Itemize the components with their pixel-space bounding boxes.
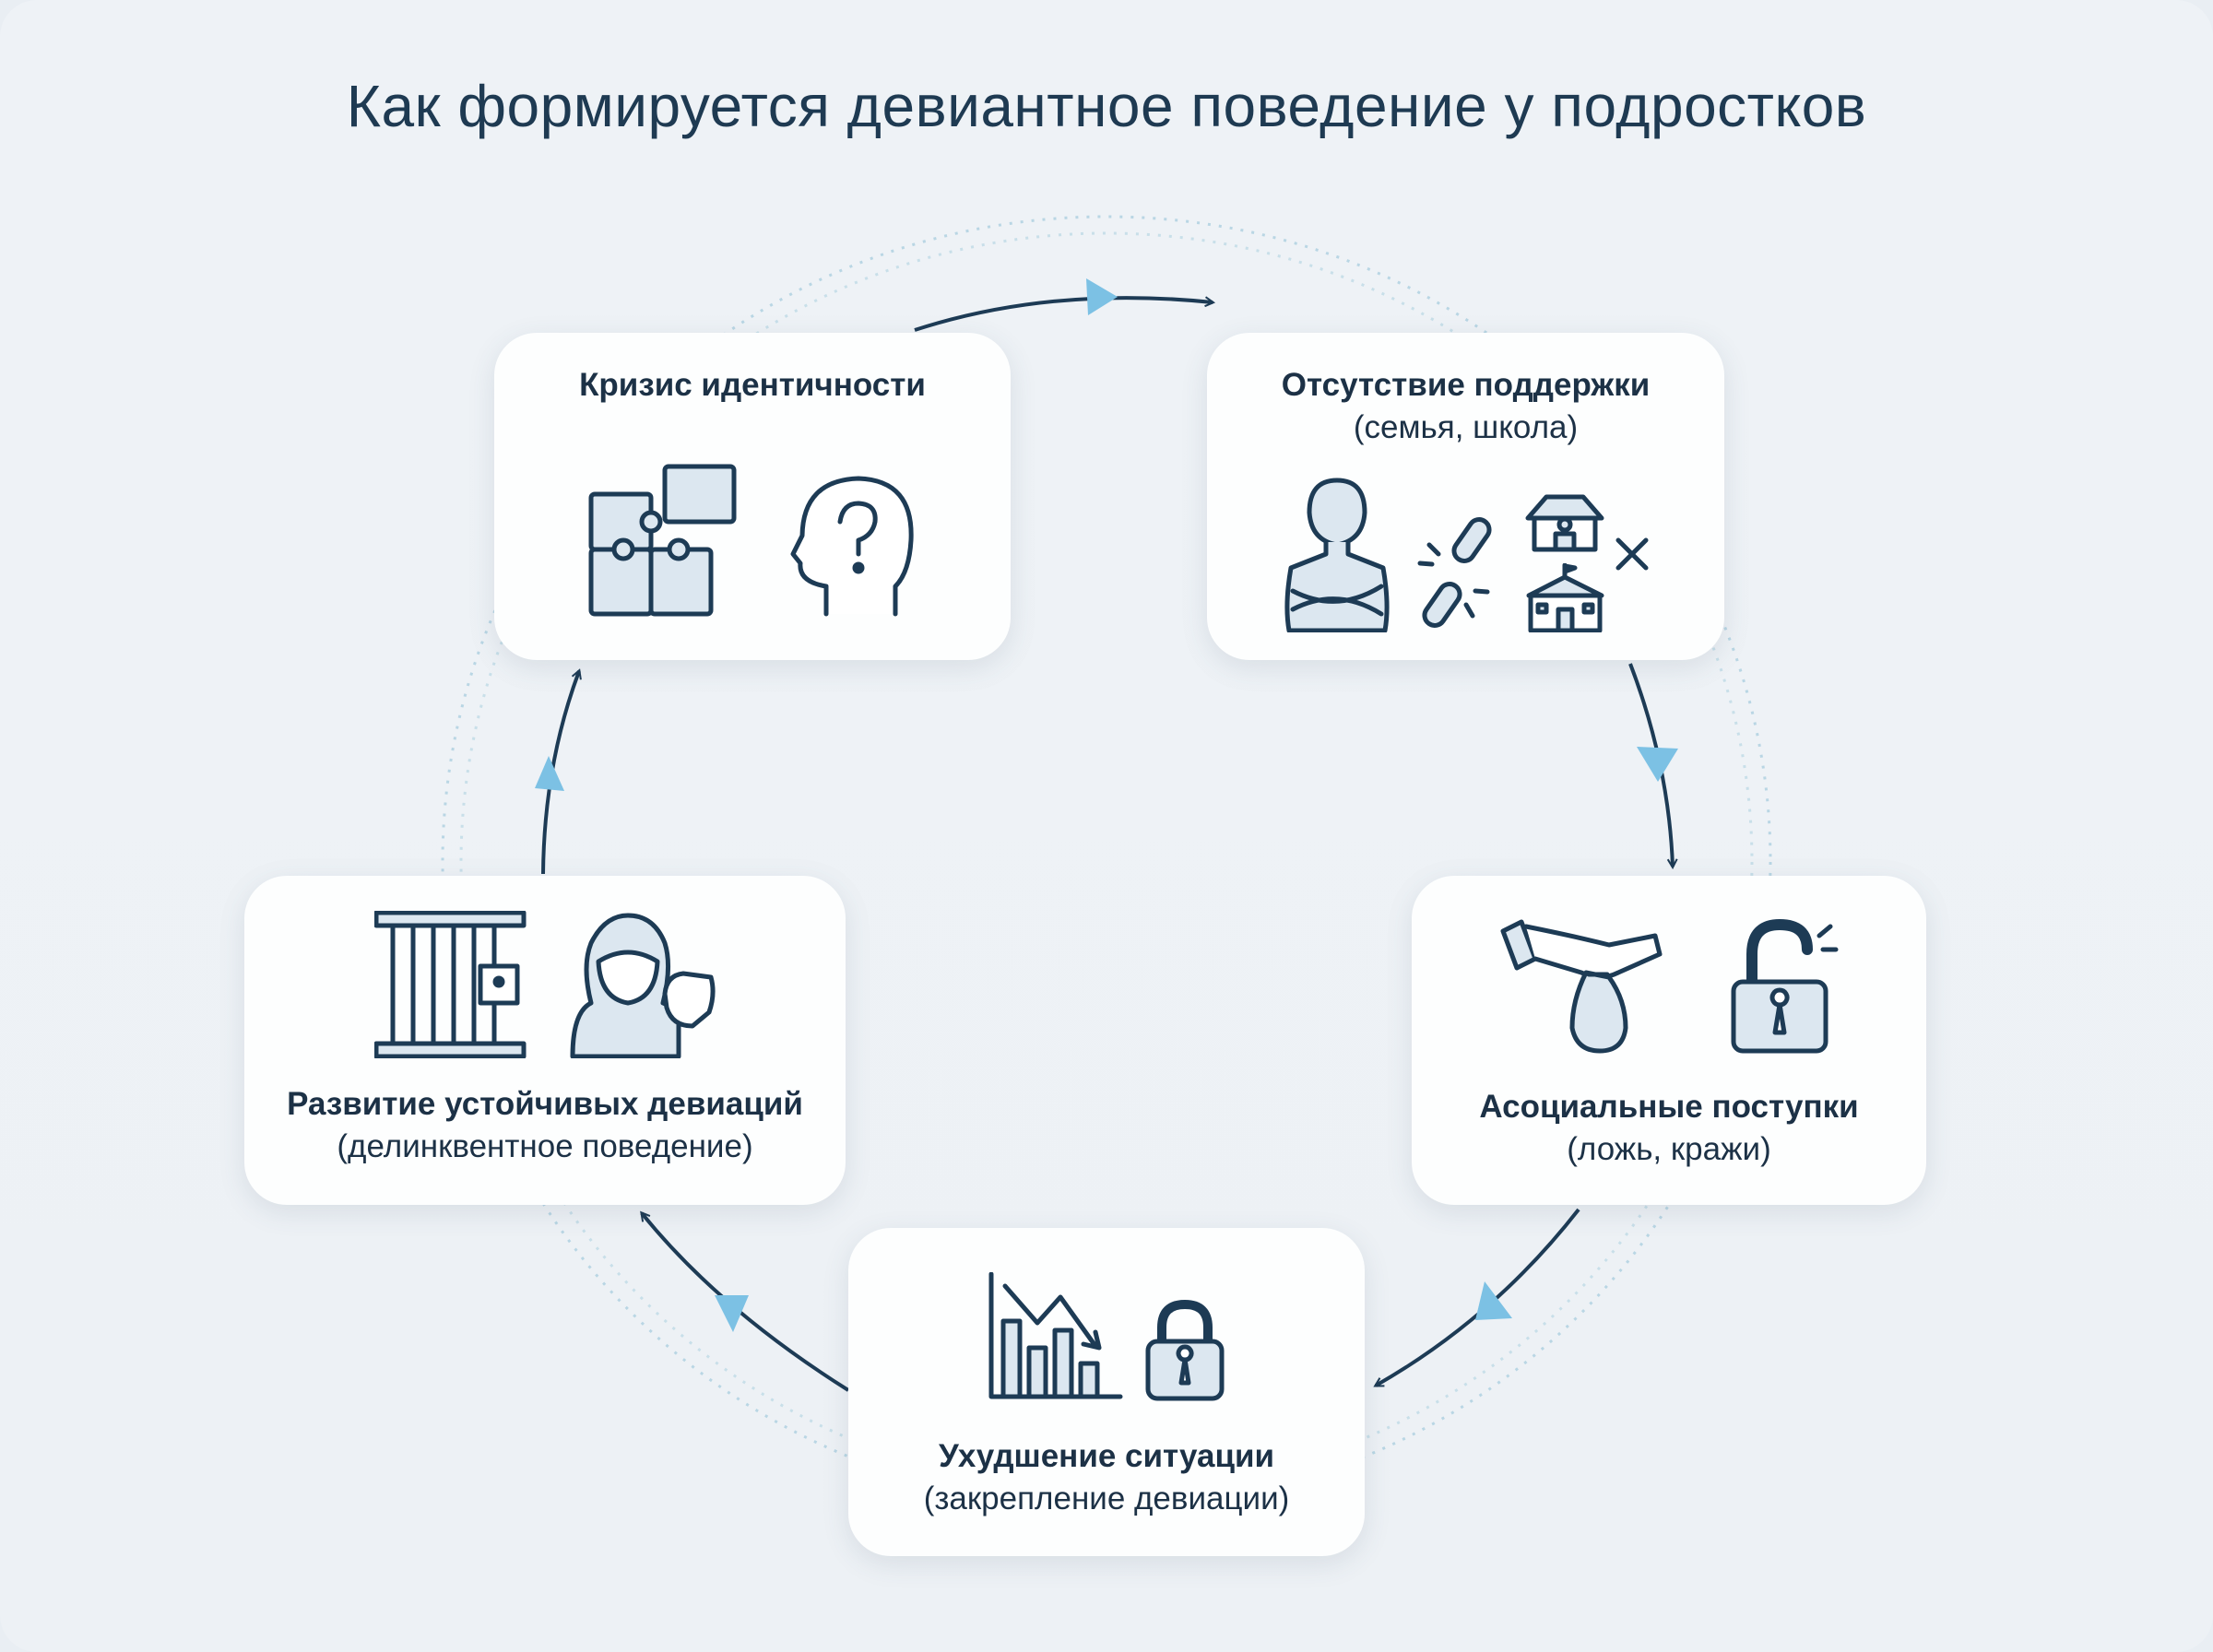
card-heading: Отсутствие поддержки — [1281, 367, 1651, 403]
padlock-icon — [1145, 1300, 1225, 1401]
card-worsening-situation: Ухудшение ситуации (закрепление девиации… — [848, 1228, 1365, 1556]
head-question-icon — [790, 476, 914, 617]
flow-marker — [535, 756, 564, 791]
puzzle-icon — [588, 464, 737, 617]
house-icon — [1525, 494, 1604, 552]
arrow-3-to-4 — [1376, 1208, 1580, 1387]
dotted-circle-inner — [459, 231, 1754, 1493]
card-identity-crisis: Кризис идентичности — [494, 333, 1011, 660]
card-heading: Асоциальные поступки — [1479, 1089, 1859, 1125]
hand-money-bag-icon — [1500, 919, 1663, 1054]
flow-marker — [1637, 747, 1678, 782]
open-padlock-icon — [1731, 919, 1839, 1054]
card-heading: Кризис идентичности — [579, 367, 926, 403]
flow-marker — [1086, 278, 1118, 315]
flow-marker — [1475, 1281, 1512, 1320]
card-subtitle: (семья, школа) — [1353, 409, 1579, 445]
card-heading: Развитие устойчивых девиаций — [287, 1086, 803, 1122]
broken-chain-icon — [1417, 517, 1492, 628]
person-arms-crossed-icon — [1284, 478, 1390, 632]
flow-marker — [715, 1295, 749, 1332]
card-heading: Ухудшение ситуации — [938, 1438, 1275, 1474]
arrow-1-to-2 — [914, 296, 1213, 332]
card-antisocial-acts: Асоциальные поступки (ложь, кражи) — [1412, 876, 1926, 1205]
x-icon — [1615, 537, 1648, 571]
prison-bars-icon — [374, 911, 527, 1058]
card-persistent-deviations: Развитие устойчивых девиаций (делинквент… — [244, 876, 846, 1205]
school-icon — [1526, 563, 1604, 632]
card-lack-of-support: Отсутствие поддержки (семья, школа) — [1207, 333, 1724, 660]
card-subtitle: (закрепление девиации) — [923, 1481, 1290, 1516]
hooded-figure-fist-icon — [570, 913, 716, 1058]
dotted-circle-outer — [441, 215, 1772, 1509]
card-subtitle: (делинквентное поведение) — [337, 1128, 753, 1164]
card-subtitle: (ложь, кражи) — [1567, 1131, 1771, 1167]
declining-chart-icon — [988, 1272, 1123, 1399]
page-title: Как формируется девиантное поведение у п… — [346, 73, 1867, 139]
